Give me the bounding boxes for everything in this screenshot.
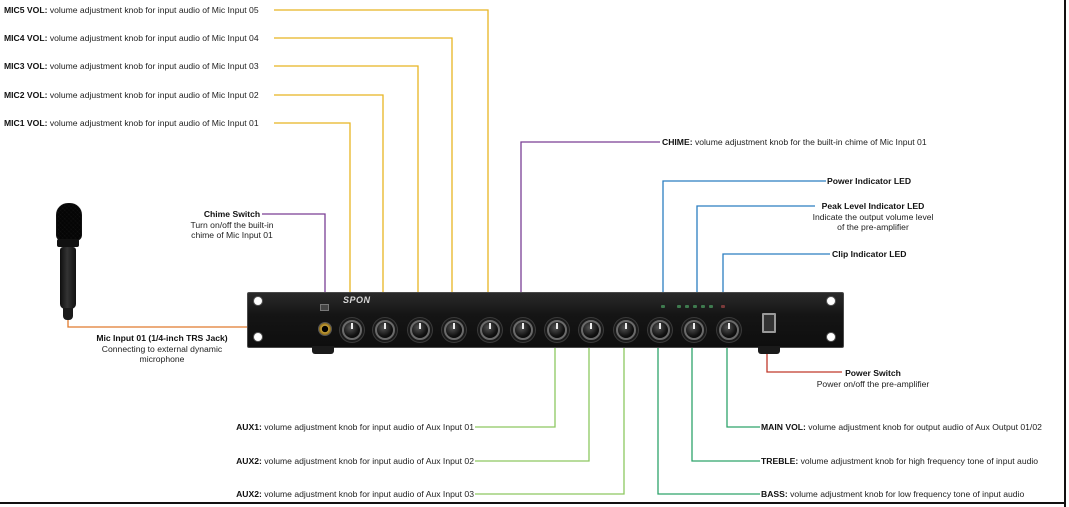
main-vol-knob[interactable] (719, 320, 739, 340)
callout-treble: TREBLE: volume adjustment knob for high … (761, 456, 1039, 466)
rack-hole-bottom-right (826, 332, 836, 342)
frame-border-right (1064, 0, 1066, 507)
mic-input-jack[interactable] (318, 322, 332, 336)
callout-main-vol: MAIN VOL: volume adjustment knob for out… (761, 422, 1042, 432)
chime-knob[interactable] (513, 320, 533, 340)
mic-collar (57, 239, 79, 247)
mic4-vol-knob[interactable] (444, 320, 464, 340)
callout-bass: BASS: volume adjustment knob for low fre… (761, 489, 1025, 499)
callout-aux1: AUX1: volume adjustment knob for input a… (236, 422, 474, 432)
line-main-vol (726, 330, 760, 428)
chime-switch[interactable] (320, 304, 329, 311)
callout-chime: CHIME: volume adjustment knob for the bu… (662, 137, 927, 147)
bass-knob[interactable] (650, 320, 670, 340)
line-power-led (662, 180, 826, 298)
callout-peak-led: Peak Level Indicator LED Indicate the ou… (812, 201, 934, 232)
callout-mic1: MIC1 VOL: volume adjustment knob for inp… (4, 118, 259, 128)
power-switch[interactable] (762, 313, 776, 333)
device-foot-left (312, 346, 334, 354)
preamplifier-device (247, 292, 844, 348)
callout-clip-led: Clip Indicator LED (832, 249, 907, 259)
mic2-vol-knob[interactable] (375, 320, 395, 340)
line-peak-led (696, 205, 815, 298)
aux1-knob[interactable] (547, 320, 567, 340)
callout-power-led: Power Indicator LED (827, 176, 912, 186)
line-chime (520, 141, 660, 322)
callout-mic-input: Mic Input 01 (1/4-inch TRS Jack) Connect… (96, 333, 228, 364)
callout-mic4: MIC4 VOL: volume adjustment knob for inp… (4, 33, 259, 43)
power-indicator-led (661, 305, 665, 308)
brand-logo: SPON (343, 295, 371, 305)
callout-chime-switch: Chime Switch Turn on/off the built-in ch… (190, 209, 274, 240)
peak-led-4 (701, 305, 705, 308)
mic-connector (63, 308, 73, 320)
mic1-vol-knob[interactable] (342, 320, 362, 340)
line-mic5 (274, 9, 489, 322)
callout-aux2: AUX2: volume adjustment knob for input a… (236, 456, 474, 466)
line-clip-led (722, 253, 830, 298)
frame-border-bottom (0, 502, 1066, 504)
peak-led-3 (693, 305, 697, 308)
rack-hole-top-left (253, 296, 263, 306)
line-treble (691, 330, 760, 462)
line-mic1 (274, 122, 351, 322)
clip-indicator-led (721, 305, 725, 308)
callout-power-switch: Power Switch Power on/off the pre-amplif… (816, 368, 930, 389)
rack-hole-bottom-left (253, 332, 263, 342)
line-aux1 (475, 330, 556, 428)
treble-knob[interactable] (684, 320, 704, 340)
line-mic4 (274, 37, 453, 322)
mic-grille (56, 203, 82, 241)
callout-mic3: MIC3 VOL: volume adjustment knob for inp… (4, 61, 259, 71)
line-mic2 (274, 94, 384, 322)
line-bass (657, 330, 760, 495)
callout-aux3: AUX2: volume adjustment knob for input a… (236, 489, 474, 499)
device-foot-right (758, 346, 780, 354)
line-aux3 (475, 330, 625, 495)
line-chime-switch (262, 213, 326, 305)
line-aux2 (475, 330, 590, 462)
mic-handle (60, 247, 76, 309)
aux3-knob[interactable] (616, 320, 636, 340)
peak-led-2 (685, 305, 689, 308)
peak-led-1 (677, 305, 681, 308)
callout-mic2: MIC2 VOL: volume adjustment knob for inp… (4, 90, 259, 100)
callout-mic5: MIC5 VOL: volume adjustment knob for inp… (4, 5, 259, 15)
line-mic3 (274, 65, 419, 322)
peak-led-5 (709, 305, 713, 308)
mic3-vol-knob[interactable] (410, 320, 430, 340)
aux2-knob[interactable] (581, 320, 601, 340)
rack-hole-top-right (826, 296, 836, 306)
mic5-vol-knob[interactable] (480, 320, 500, 340)
